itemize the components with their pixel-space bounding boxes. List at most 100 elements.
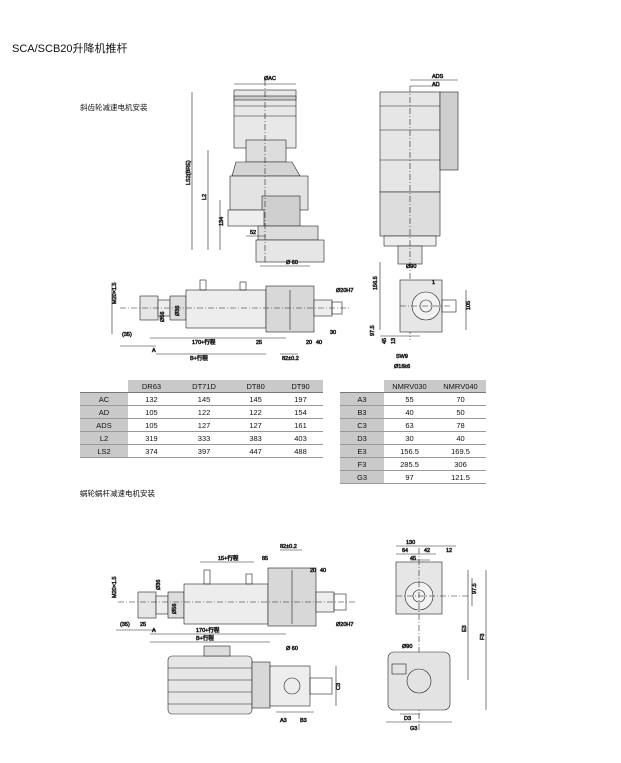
helical-actuator-tube bbox=[111, 279, 350, 355]
table-cell: 121.5 bbox=[451, 472, 470, 482]
table-header-cell: NMRV030 bbox=[384, 380, 435, 393]
dim-w-m20: M20×1.5 bbox=[112, 576, 118, 598]
table-cell: 197 bbox=[294, 394, 307, 404]
worm-actuator-tube bbox=[116, 549, 356, 643]
dim-w-35: (35) bbox=[120, 622, 130, 628]
dim-ls2: LS2(BRE) bbox=[186, 160, 192, 185]
table-header-cell: DT71D bbox=[174, 380, 234, 393]
table-cell: 105 bbox=[145, 420, 158, 430]
dim-ad: AD bbox=[432, 82, 440, 88]
dim-w-g3: G3 bbox=[410, 726, 417, 732]
dim-oac: ØAC bbox=[264, 76, 276, 82]
dim-w-12: 12 bbox=[446, 548, 452, 554]
row-label: A3 bbox=[340, 392, 384, 406]
dim-o90-side: Ø90 bbox=[406, 264, 416, 270]
dim-w-o56: Ø56 bbox=[172, 604, 178, 614]
dim-w-85: 85 bbox=[262, 556, 268, 562]
section-worm-title: 蜗轮蜗杆减速电机安装 bbox=[80, 489, 155, 498]
table-header-cell: NMRV040 bbox=[435, 380, 486, 393]
row-label: C3 bbox=[340, 418, 384, 432]
row-label: L2 bbox=[80, 431, 128, 445]
table-cell: 30 bbox=[405, 433, 414, 443]
table-cell: 127 bbox=[249, 420, 262, 430]
table-cell: 132 bbox=[145, 394, 158, 404]
dim-w-c3: C3 bbox=[336, 683, 342, 690]
table-header-cell: DT90 bbox=[278, 380, 323, 393]
table-cell: 127 bbox=[197, 420, 211, 430]
dim-a: A bbox=[152, 348, 156, 354]
dim-o56: Ø56 bbox=[160, 312, 166, 322]
dim-m20: M20×1.5 bbox=[112, 282, 118, 304]
dim-o60: Ø 60 bbox=[286, 260, 298, 266]
dim-w-e3: E3 bbox=[462, 625, 468, 632]
table-cell: 50 bbox=[456, 407, 465, 417]
dim-w-a: A bbox=[152, 628, 156, 634]
dim-o20h7: Ø20H7 bbox=[336, 288, 353, 294]
table-cell: 306 bbox=[454, 459, 467, 469]
dim-w-o60: Ø 60 bbox=[286, 646, 298, 652]
dim-w-64: 64 bbox=[402, 548, 408, 554]
dim-w-170: 170+行程 bbox=[196, 626, 220, 634]
dim-w-975: 97.5 bbox=[472, 583, 478, 594]
dim-w-25: 25 bbox=[140, 622, 146, 628]
row-label: B3 bbox=[340, 405, 384, 419]
dim-w-130: 130 bbox=[406, 540, 415, 546]
table-cell: 383 bbox=[249, 433, 262, 443]
table-header-cell bbox=[80, 380, 128, 393]
table-cell: 70 bbox=[456, 394, 465, 404]
dim-w-d3: D3 bbox=[404, 716, 411, 722]
dim-170: 170+行程 bbox=[192, 338, 216, 346]
table-header-cell bbox=[340, 380, 384, 393]
dim-35: (35) bbox=[122, 332, 132, 338]
table-cell: 333 bbox=[197, 433, 211, 443]
table-cell: 122 bbox=[249, 407, 262, 417]
row-label: G3 bbox=[340, 470, 384, 484]
dim-1: 1 bbox=[432, 280, 435, 286]
table-cell: 488 bbox=[294, 446, 307, 456]
section-helical-title: 斜齿轮减速电机安装 bbox=[80, 103, 148, 112]
table-header-cell: DT80 bbox=[233, 380, 279, 393]
dim-w-45: 45 bbox=[410, 556, 416, 562]
table-cell: 285.5 bbox=[400, 459, 419, 469]
table-cell: 40 bbox=[405, 407, 414, 417]
dim-w-b: B+行程 bbox=[196, 634, 214, 642]
table-cell: 403 bbox=[294, 433, 307, 443]
table-cell: 122 bbox=[197, 407, 211, 417]
table-cell: 105 bbox=[145, 407, 158, 417]
table-row: AC 132 145 145 197 bbox=[80, 392, 323, 406]
dim-w-f3: F3 bbox=[480, 634, 486, 640]
worm-side-view bbox=[386, 545, 487, 730]
row-label: AC bbox=[80, 392, 128, 406]
dim-13: 13 bbox=[391, 338, 397, 344]
table-cell: 154 bbox=[294, 407, 307, 417]
table-row: B3 40 50 bbox=[340, 405, 486, 419]
dim-82: 82±0.2 bbox=[282, 356, 299, 362]
table-cell: 145 bbox=[197, 394, 211, 404]
dim-134: 134 bbox=[219, 217, 225, 226]
table-cell: 145 bbox=[249, 394, 262, 404]
dim-45: 45 bbox=[382, 338, 388, 344]
dim-o16: Ø16k6 bbox=[394, 364, 410, 370]
dim-l2: L2 bbox=[202, 194, 208, 200]
row-label: D3 bbox=[340, 431, 384, 445]
row-label: E3 bbox=[340, 444, 384, 458]
dim-w-o36: Ø36 bbox=[156, 580, 162, 590]
dim-1565: 156.5 bbox=[373, 276, 379, 290]
page-title: SCA/SCB20升降机推杆 bbox=[12, 43, 128, 55]
dim-105: 105 bbox=[466, 301, 472, 310]
dim-b-stroke: B+行程 bbox=[190, 354, 208, 362]
row-label: F3 bbox=[340, 457, 384, 471]
helical-gearbox-side-view bbox=[380, 279, 467, 337]
row-label: LS2 bbox=[80, 444, 128, 458]
row-label: ADS bbox=[80, 418, 128, 432]
